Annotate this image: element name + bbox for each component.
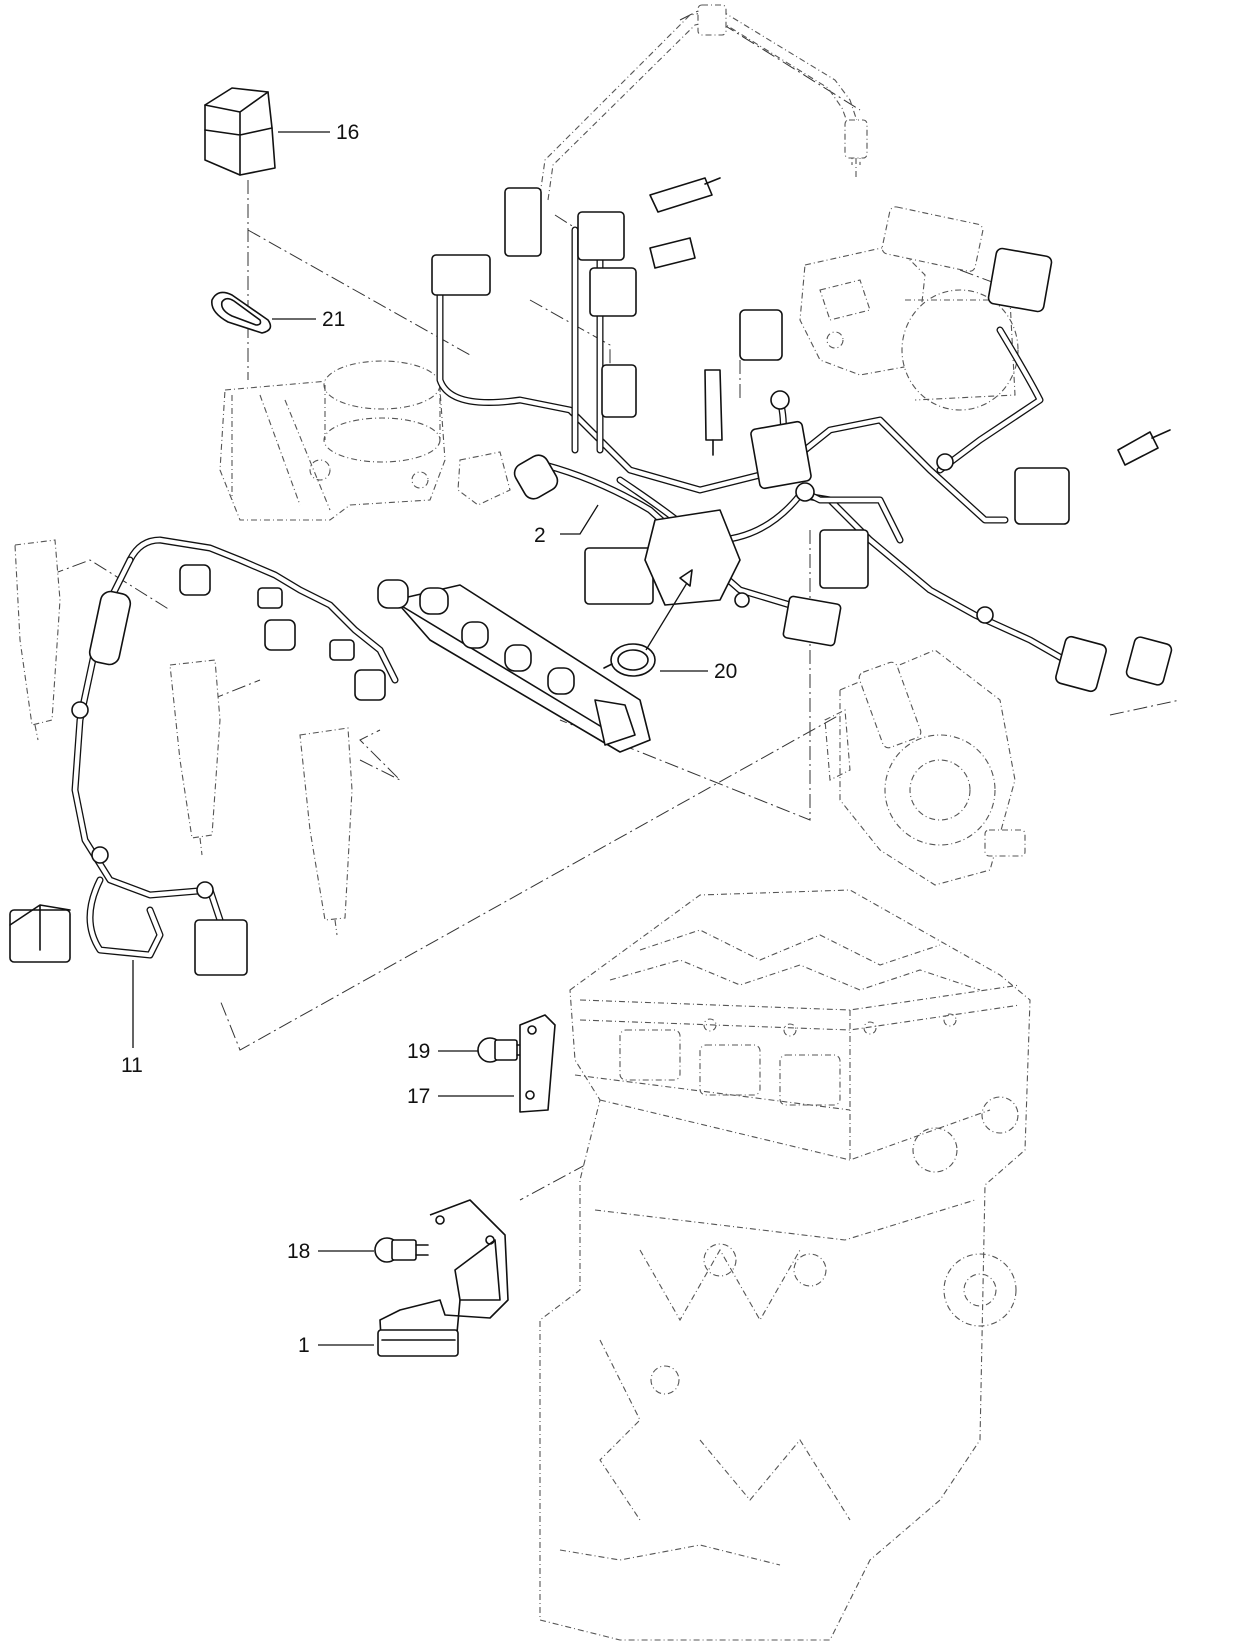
callout-19: 19 <box>407 1040 478 1063</box>
svg-text:17: 17 <box>407 1085 430 1108</box>
svg-text:18: 18 <box>287 1240 310 1263</box>
part-19-bolt <box>477 1037 529 1063</box>
svg-text:21: 21 <box>322 308 345 331</box>
callout-17: 17 <box>407 1085 514 1108</box>
svg-text:19: 19 <box>407 1040 430 1063</box>
callout-18: 18 <box>287 1240 374 1263</box>
injection-pump-ghost <box>824 649 1026 886</box>
egr-valve-ghost <box>799 206 1019 411</box>
callout-21: 21 <box>272 308 345 331</box>
part-16-cover <box>204 87 276 176</box>
throttle-body-ghost <box>219 360 446 521</box>
svg-text:1: 1 <box>298 1334 310 1357</box>
fuel-rail <box>377 579 651 753</box>
part-1-bracket <box>377 1199 509 1357</box>
part-17-bracket <box>519 1014 556 1113</box>
callout-1: 1 <box>298 1334 374 1357</box>
callout-16: 16 <box>278 121 359 144</box>
injectors-ghost <box>14 539 353 936</box>
svg-text:20: 20 <box>714 660 737 683</box>
svg-text:2: 2 <box>534 524 546 547</box>
part-20-clamp <box>603 643 656 677</box>
callout-2: 2 <box>534 504 599 547</box>
engine-block-ghost <box>539 889 1031 1641</box>
part-2-main-harness <box>431 177 1173 693</box>
callout-11: 11 <box>121 960 143 1077</box>
callout-20: 20 <box>645 569 737 683</box>
part-18-bolt <box>374 1237 429 1263</box>
svg-text:11: 11 <box>121 1054 143 1077</box>
part-21-gasket <box>211 291 272 334</box>
svg-text:16: 16 <box>336 121 359 144</box>
ghost-top-cable <box>539 4 868 201</box>
part-11-injector-harness <box>9 536 399 976</box>
